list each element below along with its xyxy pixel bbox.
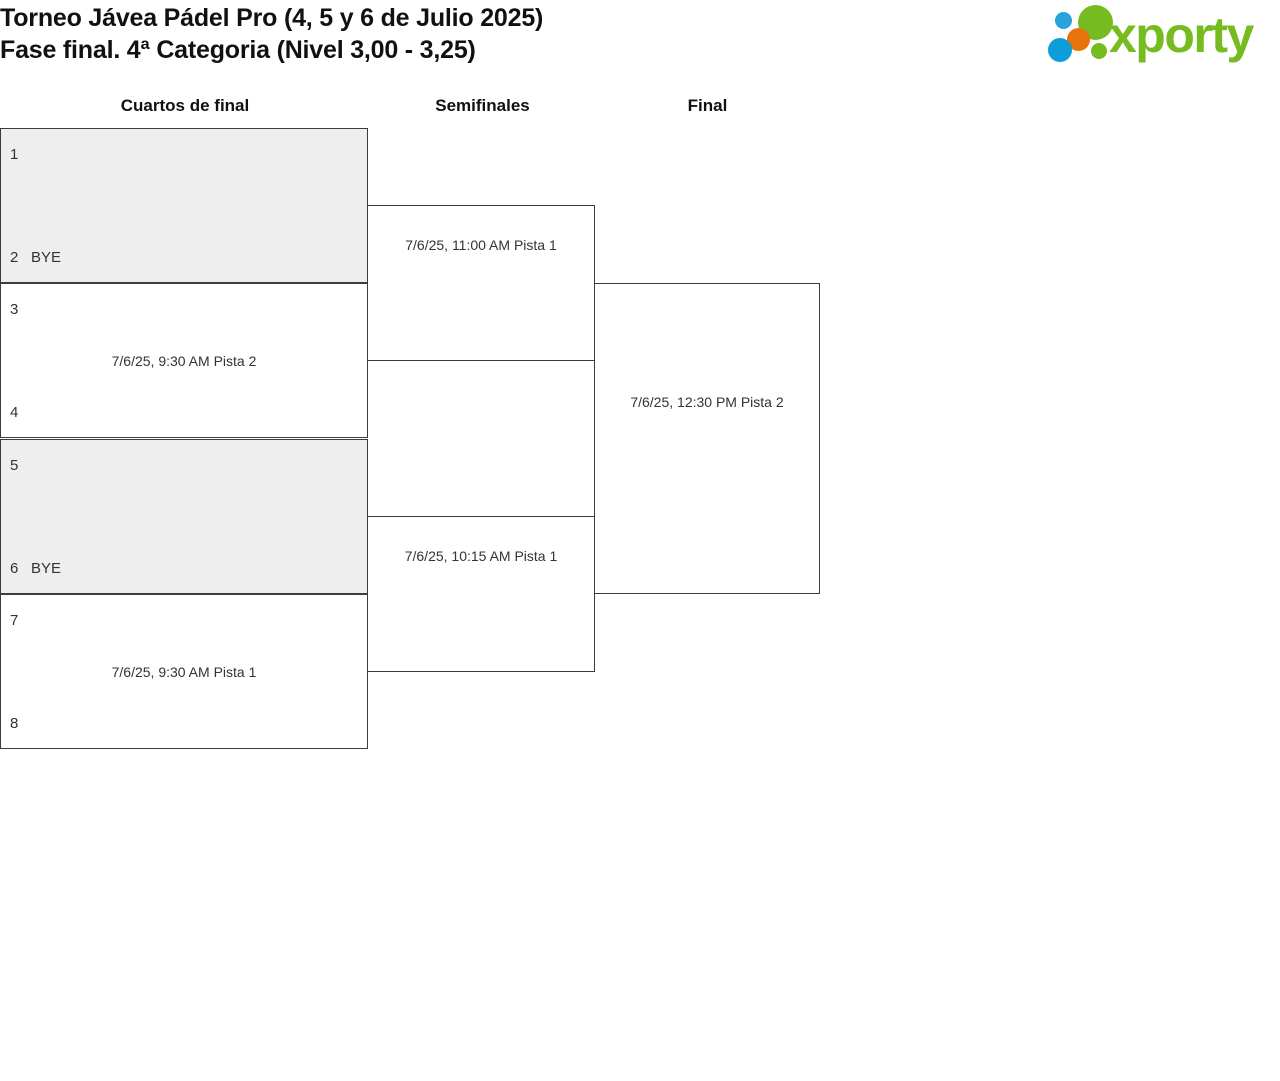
round-header-final: Final (687, 96, 728, 115)
match-slot-top[interactable]: 3 (10, 301, 31, 319)
logo-dot-blue-large-icon (1048, 38, 1072, 62)
match-slot-top[interactable]: 1 (10, 146, 31, 164)
tournament-title-line-2: Fase final. 4ª Categoria (Nivel 3,00 - 3… (0, 36, 476, 64)
logo-dot-green-small-icon (1091, 43, 1107, 59)
match-time-label: 7/6/25, 11:00 AM Pista 1 (405, 237, 557, 253)
participant-name: BYE (31, 560, 62, 577)
match-slot-bottom[interactable]: 8 (10, 715, 31, 733)
tournament-title-line-1: Torneo Jávea Pádel Pro (4, 5 y 6 de Juli… (0, 4, 544, 32)
match-box-qf-4[interactable]: 7 8 7/6/25, 9:30 AM Pista 1 (0, 594, 368, 749)
seed-number: 7 (10, 612, 19, 629)
xporty-logo-dots-icon (1047, 4, 1119, 66)
logo-dot-orange-icon (1067, 28, 1090, 51)
match-box-qf-2[interactable]: 3 4 7/6/25, 9:30 AM Pista 2 (0, 283, 368, 438)
seed-number: 1 (10, 146, 19, 163)
participant-name: BYE (31, 249, 62, 266)
match-box-qf-3[interactable]: 5 6 BYE (0, 439, 368, 594)
match-time-label: 7/6/25, 9:30 AM Pista 1 (111, 664, 257, 680)
xporty-logo[interactable]: xporty (1047, 4, 1275, 66)
seed-number: 8 (10, 715, 19, 732)
logo-dot-blue-small-icon (1055, 12, 1072, 29)
match-slot-bottom[interactable]: 4 (10, 404, 31, 422)
seed-number: 4 (10, 404, 19, 421)
match-slot-top[interactable]: 5 (10, 457, 31, 475)
match-box-qf-1[interactable]: 1 2 BYE (0, 128, 368, 283)
match-box-sf-1[interactable]: 7/6/25, 11:00 AM Pista 1 (367, 205, 595, 361)
match-box-final[interactable]: 7/6/25, 12:30 PM Pista 2 (594, 283, 820, 594)
page-header: Torneo Jávea Pádel Pro (4, 5 y 6 de Juli… (0, 0, 1280, 90)
match-time-label: 7/6/25, 10:15 AM Pista 1 (404, 548, 558, 564)
tournament-title-block: Torneo Jávea Pádel Pro (4, 5 y 6 de Juli… (0, 2, 900, 66)
match-time-label: 7/6/25, 12:30 PM Pista 2 (630, 394, 784, 410)
match-time-label: 7/6/25, 9:30 AM Pista 2 (111, 353, 257, 369)
xporty-logo-wordmark: xporty (1109, 7, 1254, 63)
match-slot-bottom[interactable]: 2 BYE (10, 249, 61, 267)
seed-number: 2 (10, 249, 19, 266)
match-box-sf-2[interactable]: 7/6/25, 10:15 AM Pista 1 (367, 516, 595, 672)
seed-number: 5 (10, 457, 19, 474)
round-header-quarterfinals: Cuartos de final (120, 96, 250, 115)
seed-number: 3 (10, 301, 19, 318)
round-header-semifinals: Semifinales (435, 96, 530, 115)
seed-number: 6 (10, 560, 19, 577)
match-slot-bottom[interactable]: 6 BYE (10, 560, 61, 578)
match-slot-top[interactable]: 7 (10, 612, 31, 630)
